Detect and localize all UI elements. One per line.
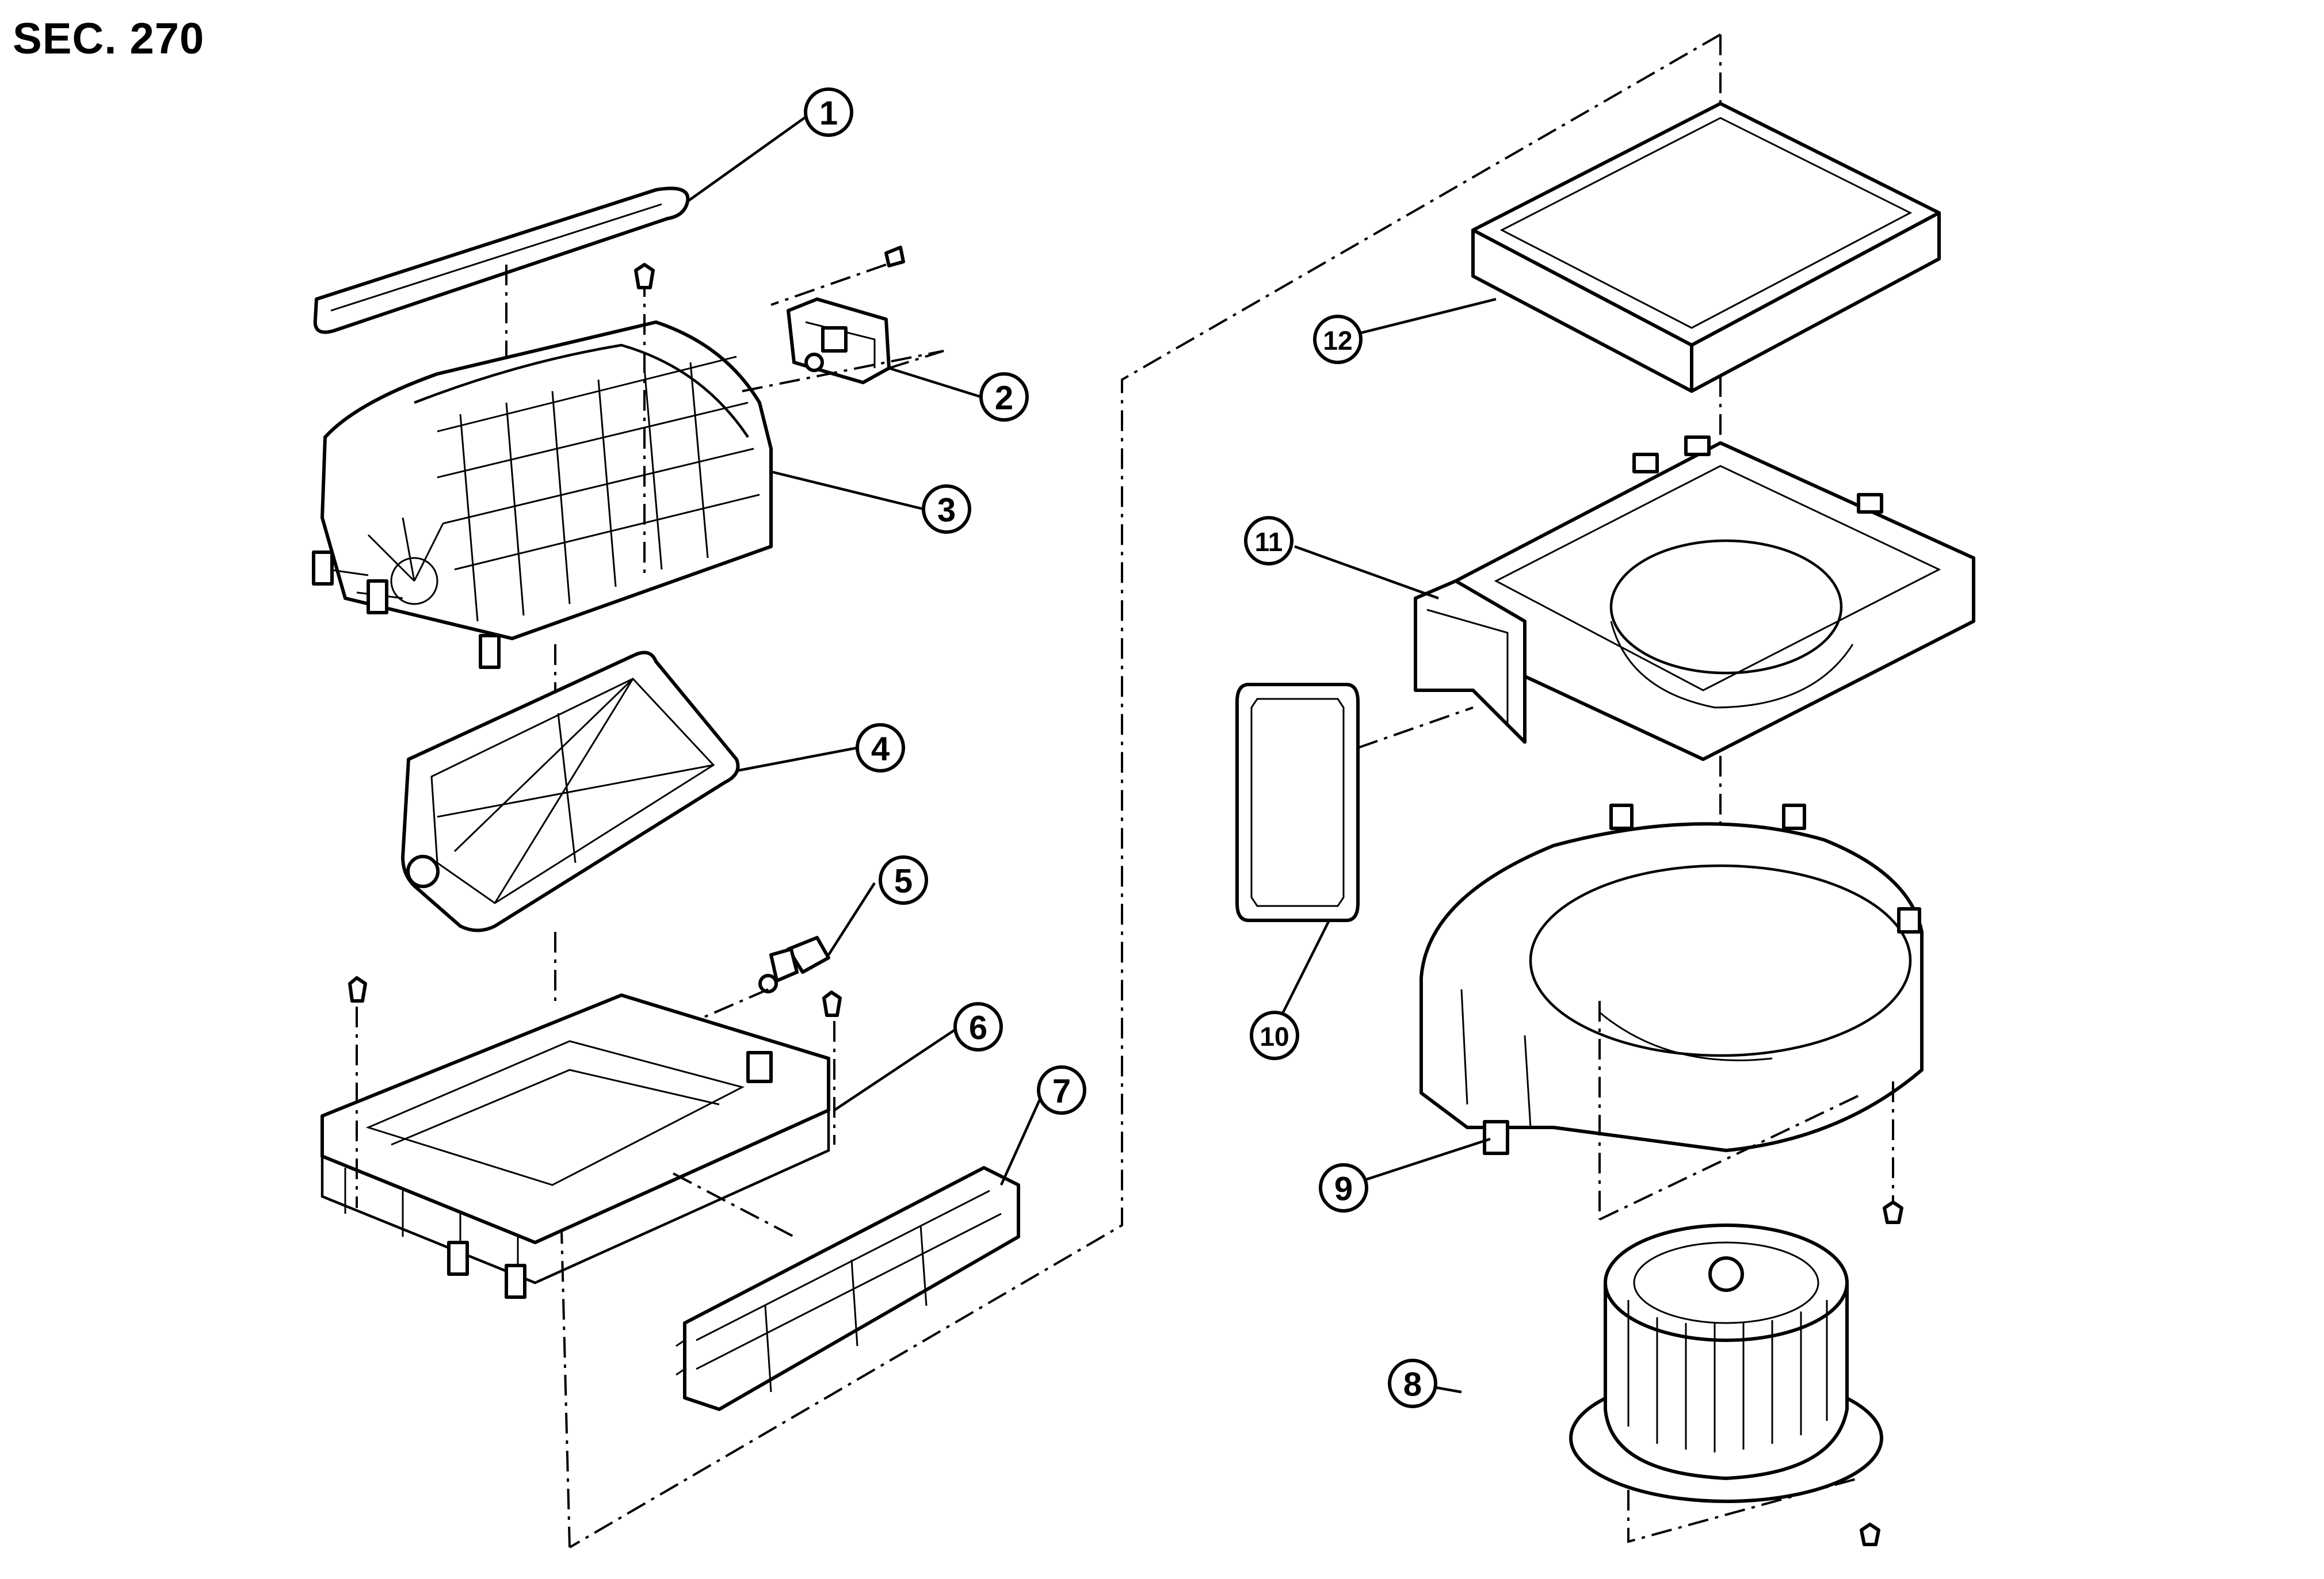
part-1-seal bbox=[313, 186, 690, 368]
callout-7-label: 7 bbox=[1052, 1073, 1071, 1110]
part-5-sensor bbox=[661, 936, 830, 1037]
callout-5: 5 bbox=[879, 855, 928, 905]
callout-11-label: 11 bbox=[1255, 527, 1283, 557]
callout-4: 4 bbox=[856, 723, 905, 773]
callout-12-label: 12 bbox=[1323, 326, 1352, 355]
callout-10: 10 bbox=[1250, 1011, 1299, 1060]
callout-9: 9 bbox=[1319, 1163, 1368, 1213]
callout-12: 12 bbox=[1313, 315, 1363, 364]
callout-1-label: 1 bbox=[819, 95, 838, 132]
callout-6: 6 bbox=[953, 1002, 1003, 1052]
callout-10-label: 10 bbox=[1260, 1022, 1289, 1052]
callout-7: 7 bbox=[1037, 1065, 1086, 1115]
callout-8-label: 8 bbox=[1403, 1366, 1422, 1404]
callout-5-label: 5 bbox=[894, 863, 913, 900]
callout-8: 8 bbox=[1388, 1359, 1437, 1408]
part-7-door-panel bbox=[676, 1166, 1020, 1411]
part-2-actuator bbox=[770, 246, 944, 384]
part-11-upper-housing bbox=[1414, 435, 1975, 761]
part-10-gasket bbox=[1235, 683, 1474, 922]
part-6-lower-case bbox=[320, 976, 842, 1299]
part-8-blower-motor bbox=[1569, 1224, 1883, 1546]
section-title: SEC. 270 bbox=[13, 14, 205, 63]
part-9-fan-housing bbox=[1419, 804, 1924, 1224]
part-12-cabin-filter bbox=[1471, 102, 1941, 393]
callout-2-label: 2 bbox=[995, 380, 1013, 417]
callout-3: 3 bbox=[922, 484, 971, 534]
callout-2: 2 bbox=[979, 372, 1029, 422]
callout-11: 11 bbox=[1244, 516, 1293, 565]
callout-6-label: 6 bbox=[969, 1010, 987, 1047]
callout-4-label: 4 bbox=[871, 731, 890, 768]
callout-9-label: 9 bbox=[1334, 1171, 1353, 1208]
callout-3-label: 3 bbox=[937, 492, 956, 529]
part-4-filter-frame bbox=[401, 651, 740, 1001]
part-3-intake-housing bbox=[312, 263, 944, 669]
assembly-boundary-line bbox=[560, 33, 1721, 1549]
callout-1: 1 bbox=[804, 87, 853, 137]
